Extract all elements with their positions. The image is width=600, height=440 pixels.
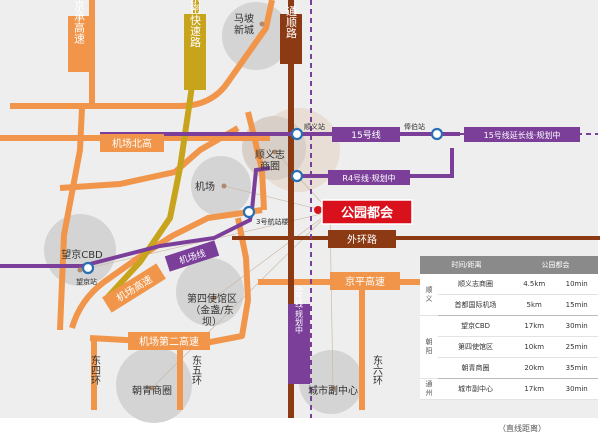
label-box-waihuan (328, 230, 396, 248)
label-dongsi: 东四环 (89, 354, 101, 386)
label-box-r4 (328, 170, 410, 185)
table-group: 朝阳 (420, 315, 438, 379)
label-box-tongshun (280, 14, 302, 64)
table-row: 通州 城市副中心 17km 30min (420, 378, 598, 400)
station-wangjing-icon (81, 261, 95, 275)
label-jingping: 京平高速 (345, 275, 385, 288)
label-embassy: 第四使馆区（金盏/东坝） (187, 292, 237, 328)
label-shunyi-center: 顺义志商圈 (255, 148, 285, 173)
table-row: 顺义 顺义志商圈 4.5km 10min (420, 274, 598, 316)
label-jingcheng: 京承高速 (73, 0, 86, 44)
table-min: 15min (555, 294, 598, 316)
table-group: 顺义 (420, 274, 438, 316)
table-row: 朝阳 望京CBD 17km 30min (420, 315, 598, 379)
table-header-place: 时间/距离 (420, 256, 513, 274)
station-r4-icon (290, 169, 304, 183)
table-min: 35min (555, 357, 598, 379)
metro-airport-line (0, 209, 254, 268)
table-km: 4.5km (513, 274, 556, 295)
label-box-jichang-north (100, 134, 164, 152)
label-group-airport-line: 机场线 (164, 240, 220, 272)
table-place: 朝青商圈 (438, 357, 513, 379)
label-city-sub: 城市副中心 (308, 384, 358, 397)
table-min: 25min (555, 336, 598, 358)
distance-caption: （直线距离） (498, 424, 546, 433)
label-line6: 6号线·规划中 (295, 286, 304, 335)
table-header-project: 公园都会 (513, 256, 598, 274)
road-airport-link (245, 111, 267, 211)
station-t3-icon (242, 205, 256, 219)
project-marker (321, 199, 413, 225)
table-km: 5km (513, 294, 556, 316)
table-min: 30min (555, 315, 598, 337)
table-min: 10min (555, 274, 598, 295)
label-box-jingcheng (68, 16, 90, 72)
label-jingmi: 京密快速路 (189, 0, 202, 48)
table-place: 城市副中心 (438, 378, 513, 400)
label-station-t3: 3号航站楼 (256, 217, 288, 226)
project-dot (314, 206, 322, 214)
label-box-line15-ext (464, 127, 580, 142)
circle-embassy (176, 258, 244, 326)
label-waihuan: 外环路 (347, 233, 377, 246)
table-km: 17km (513, 315, 556, 337)
label-box-line6 (288, 304, 310, 384)
distance-table: 时间/距离 公园都会 顺义 顺义志商圈 4.5km 10min 首都国际机场 5… (420, 256, 598, 400)
orange-roads (0, 0, 590, 410)
label-line15: 15号线 (351, 129, 380, 141)
table-place: 望京CBD (438, 315, 513, 337)
table-place: 首都国际机场 (438, 294, 513, 316)
table-km: 10km (513, 336, 556, 358)
label-station-shunyi: 顺义站 (304, 122, 325, 131)
table-place: 第四使馆区 (438, 336, 513, 358)
circle-chaoqing (116, 347, 192, 423)
label-wangjing-cbd: 望京CBD (61, 248, 103, 261)
metro-t3-spur (250, 166, 271, 211)
table-km: 20km (513, 357, 556, 379)
circle-mapo (222, 2, 290, 70)
label-chaoqing: 朝青商圈 (132, 384, 172, 397)
circle-airport (191, 156, 251, 216)
table-group: 通州 (420, 378, 438, 400)
circle-citysub (299, 350, 363, 414)
road-upper-connector (10, 0, 275, 109)
road-jichang-high (69, 207, 263, 329)
table-row: 首都国际机场 5km 15min (420, 294, 598, 316)
label-box-airport-line (164, 240, 220, 272)
road-west (57, 107, 85, 331)
label-jichang-north: 机场北高 (112, 137, 152, 150)
label-station-wangjing: 望京站 (76, 277, 97, 286)
table-row: 朝青商圈 20km 35min (420, 357, 598, 379)
label-jichang-second: 机场第二高速 (139, 335, 199, 348)
label-dongwu: 东五环 (190, 354, 202, 386)
label-station-jiawei: 俸伯站 (404, 122, 425, 131)
district-center-dots (77, 21, 336, 391)
label-dongliu: 东六环 (371, 354, 383, 386)
station-icons (81, 127, 444, 275)
label-line15-ext: 15号线延长线·规划中 (484, 130, 561, 140)
label-box-jingmi (184, 14, 206, 90)
table-row: 第四使馆区 10km 25min (420, 336, 598, 358)
label-tongshun: 通顺路 (285, 5, 298, 39)
label-airport: 机场 (195, 180, 215, 193)
station-jiawei-icon (430, 127, 444, 141)
project-name: 公园都会 (341, 205, 394, 221)
label-box-line15 (332, 127, 400, 142)
table-km: 17km (513, 378, 556, 400)
label-box-jichang-second (128, 332, 210, 350)
table-header-row: 时间/距离 公园都会 (420, 256, 598, 274)
road-mid (59, 125, 240, 191)
label-box-jichang-high (102, 263, 166, 313)
table-place: 顺义志商圈 (438, 274, 513, 295)
table-min: 30min (555, 378, 598, 400)
station-shunyi-icon (290, 127, 304, 141)
label-mapo: 马坡新城 (234, 12, 254, 37)
label-r4: R4号线·规划中 (342, 173, 395, 183)
label-box-jingping (330, 272, 400, 290)
